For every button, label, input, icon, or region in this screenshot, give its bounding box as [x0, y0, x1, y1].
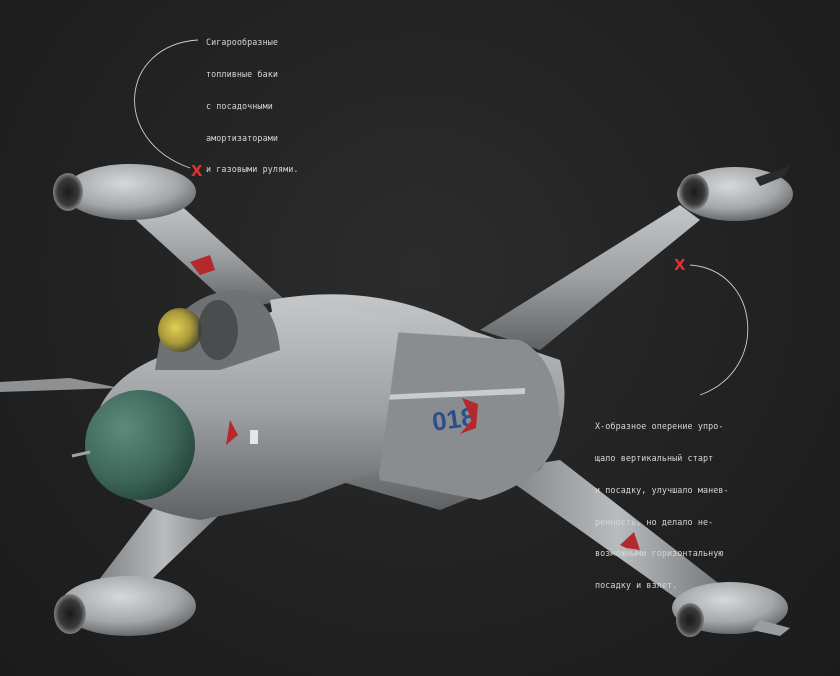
lower-left-fuel-tank: [54, 576, 196, 636]
annotation-line: посадку и взлет.: [595, 580, 678, 591]
fuel-tank-callout-line: [134, 39, 199, 169]
upper-right-wing: [480, 205, 700, 350]
nose-cone: [85, 390, 195, 500]
x-tail-callout-line: [689, 264, 749, 396]
annotation-line: и газовыми рулями.: [206, 164, 299, 175]
annotation-line: ренность, но делало не-: [595, 516, 714, 527]
panel-marking: [250, 430, 258, 444]
upper-left-wing: [125, 200, 285, 310]
x-tail-annotation: Х-образное оперение упро- щало вертикаль…: [595, 400, 729, 601]
canopy-glass-side: [198, 300, 238, 360]
annotation-line: и посадку, улучшало манев-: [595, 484, 729, 495]
annotation-line: Х-образное оперение упро-: [595, 421, 724, 432]
annotation-line: топливные баки: [206, 68, 278, 79]
canopy-glass: [158, 308, 202, 352]
upper-right-fuel-tank: [677, 166, 793, 221]
lower-right-fuel-tank: [672, 582, 790, 637]
left-wing-stub: [0, 378, 120, 392]
nose-star: [226, 420, 238, 445]
air-intake: [360, 330, 560, 500]
upper-left-wing-star: [190, 255, 215, 275]
x-tail-marker-icon: X: [674, 256, 686, 274]
intake-strake: [380, 388, 525, 400]
annotation-line: с посадочными: [206, 100, 273, 111]
fuel-tank-marker-icon: X: [191, 162, 203, 180]
fuselage-star: [460, 398, 478, 434]
fuel-tanks-annotation: Сигарообразные топливные баки с посадочн…: [206, 16, 299, 186]
annotation-line: Сигарообразные: [206, 37, 278, 48]
annotation-line: щало вертикальный старт: [595, 452, 714, 463]
lower-right-wing: [495, 460, 740, 615]
upper-left-fuel-tank: [53, 164, 196, 220]
pitot-probe: [71, 450, 91, 458]
annotation-line: амортизаторами: [206, 132, 278, 143]
annotation-line: возможными горизонтальную: [595, 548, 724, 559]
lower-right-wing-star: [620, 532, 640, 550]
